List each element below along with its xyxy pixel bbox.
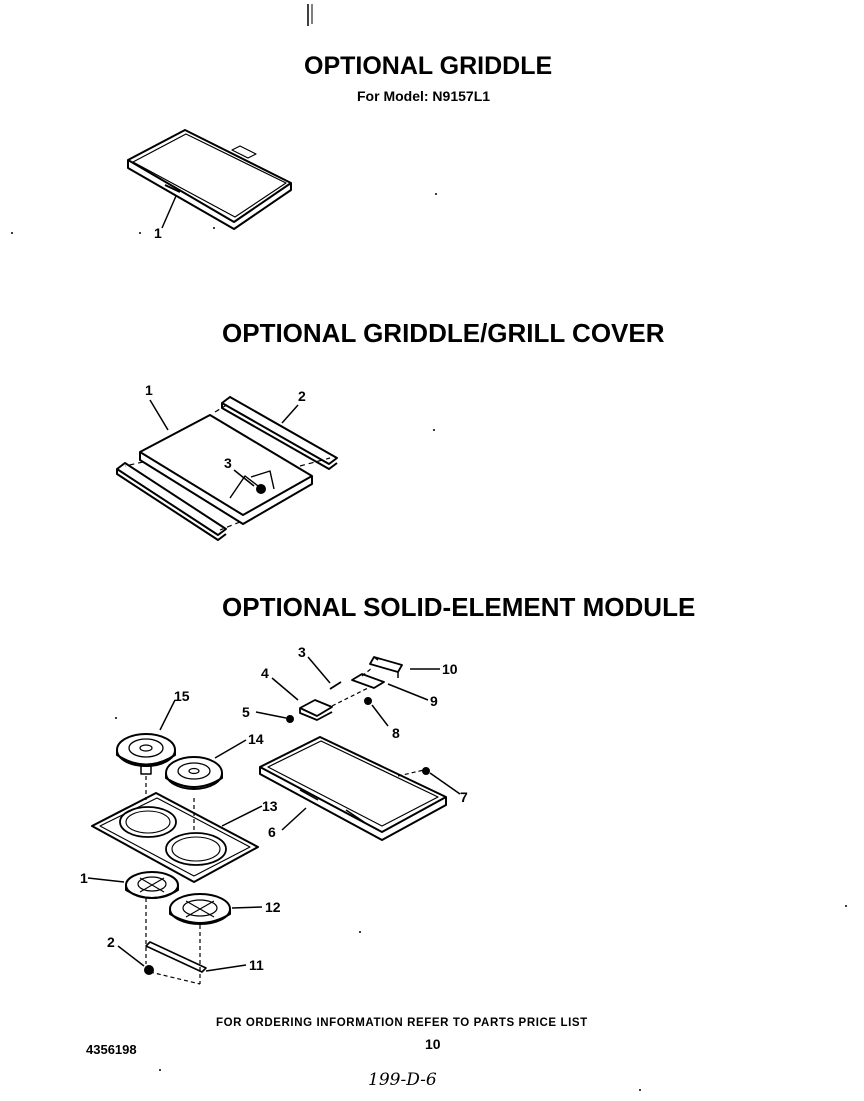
document-number: 4356198 [86,1042,137,1057]
ordering-note: FOR ORDERING INFORMATION REFER TO PARTS … [216,1017,588,1029]
scan-mark [308,4,312,26]
callout-label: 2 [107,934,115,950]
callout-label: 1 [80,870,88,886]
model-subtitle: For Model: N9157L1 [357,88,491,104]
handwritten-note: 199-D-6 [368,1070,437,1090]
callout-label: 2 [298,388,306,404]
callout-label: 3 [224,455,232,471]
callout-label: 11 [249,957,264,973]
section-title-solid-element-module: OPTIONAL SOLID-ELEMENT MODULE [222,592,696,622]
section-title-griddle: OPTIONAL GRIDDLE [304,52,553,80]
scan-specks [11,193,847,1091]
callout-label: 9 [430,693,438,709]
page-number: 10 [425,1036,441,1052]
callout-label: 13 [262,798,278,814]
callout-label: 1 [145,382,153,398]
callout-label: 7 [460,789,468,805]
callout-label: 12 [265,899,281,915]
callout-label: 10 [442,661,458,677]
callout-label: 5 [242,704,250,720]
callout-label: 1 [154,225,162,241]
griddle-drawing [128,130,291,229]
callout-label: 15 [174,688,190,704]
grill-cover-drawing [117,397,337,540]
leader-line [162,196,176,228]
section-title-grill-cover: OPTIONAL GRIDDLE/GRILL COVER [222,318,665,348]
callout-label: 3 [298,644,306,660]
callout-label: 4 [261,665,269,681]
module-drawing [88,657,460,984]
callout-label: 8 [392,725,400,741]
callout-label: 14 [248,731,264,747]
callout-label: 6 [268,824,276,840]
